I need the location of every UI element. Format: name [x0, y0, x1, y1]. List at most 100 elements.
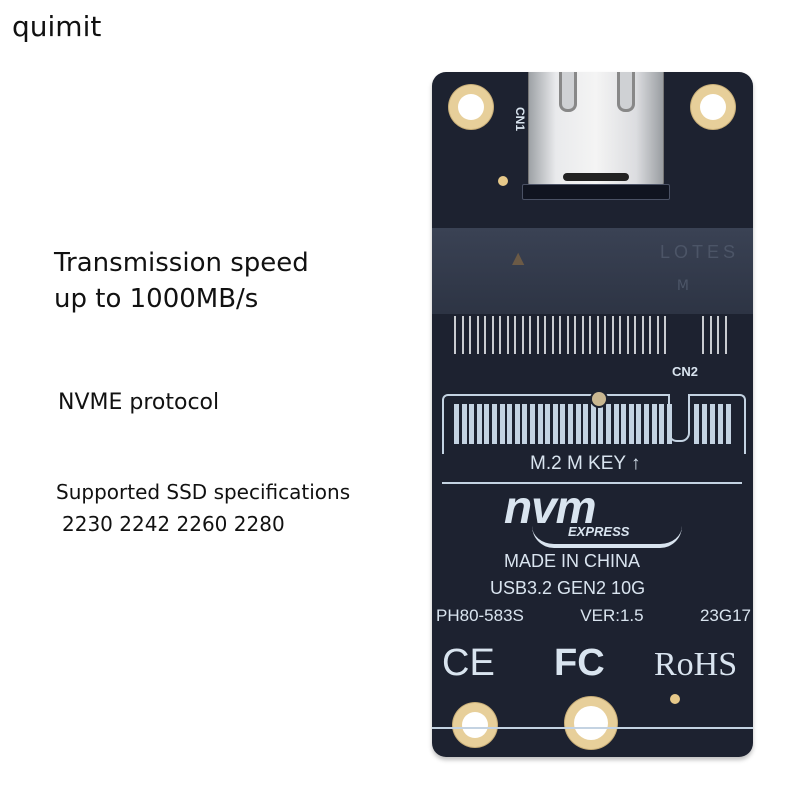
version: VER:1.5 [580, 606, 644, 625]
ssd-spec-feature: Supported SSD specifications 2230 2242 2… [56, 476, 350, 540]
footprint-pad [454, 404, 459, 444]
footprint-pad [568, 404, 573, 444]
m2-pins [454, 316, 744, 356]
m2-slot[interactable]: ▲ LOTES M [432, 228, 753, 314]
footprint-pad [484, 404, 490, 444]
pin [589, 316, 591, 354]
cn1-label: CN1 [513, 106, 528, 132]
nvme-logo: nvm [504, 481, 597, 533]
cn2-label: CN2 [672, 364, 699, 379]
pin [596, 316, 599, 354]
key-text: M.2 M KEY [530, 453, 626, 474]
pin [529, 316, 531, 354]
slot-mark: ▲ [512, 248, 527, 267]
pin [641, 316, 644, 354]
footprint-pad [628, 404, 634, 444]
divider-line [442, 482, 742, 484]
speed-line-2: up to 1000MB/s [54, 284, 259, 314]
speed-line-1: Transmission speed [54, 248, 309, 278]
footprint-pad [694, 404, 699, 444]
footprint-pad [583, 404, 589, 444]
via-pad [498, 176, 508, 186]
pin [619, 316, 621, 354]
footprint-pad [666, 404, 672, 444]
protocol-feature: NVME protocol [58, 390, 220, 415]
pin [454, 316, 456, 354]
footprint-pad [530, 404, 535, 444]
pin [717, 316, 719, 354]
footprint-pad [702, 404, 707, 444]
footprint-pad [560, 404, 566, 444]
made-in-label: MADE IN CHINA [504, 551, 641, 571]
footprint-pad [499, 404, 505, 444]
pin [664, 316, 666, 354]
arrow-up-icon: ↑ [631, 453, 641, 474]
pin [491, 316, 494, 354]
pin [536, 316, 539, 354]
footprint-pad [476, 404, 482, 444]
center-via [592, 392, 606, 406]
footprint-pad [590, 404, 596, 444]
pin [604, 316, 606, 354]
pin [611, 316, 614, 354]
model-number: PH80-583S [436, 606, 524, 625]
footprint-pad [636, 404, 642, 444]
footprint-pad [710, 404, 715, 444]
edge-trace-line [432, 727, 753, 729]
pin [724, 316, 727, 354]
brand-name: quimit [12, 10, 102, 43]
pin [461, 316, 464, 354]
mount-hole-top-right [700, 94, 726, 120]
m2-key-label: M.2 M KEY ↑ [530, 453, 641, 475]
pin [551, 316, 554, 354]
slot-brand: LOTES [659, 242, 739, 262]
footprint-pad [537, 404, 543, 444]
footprint-pad [644, 404, 649, 444]
pin [709, 316, 712, 354]
footprint-pad [651, 404, 657, 444]
footprint-pad [621, 404, 627, 444]
footprint-pad [598, 404, 604, 444]
footprint-pad [613, 404, 619, 444]
pin [544, 316, 546, 354]
via-pad [670, 694, 680, 704]
connector-tab [617, 72, 635, 112]
pin [626, 316, 629, 354]
connector-tab [559, 72, 577, 112]
mount-hole-bottom-center [574, 706, 608, 740]
pin [499, 316, 501, 354]
rohs-mark-icon: RoHS [654, 646, 738, 683]
pin [521, 316, 524, 354]
nvme-logo-swoosh [532, 526, 682, 548]
pin [634, 316, 636, 354]
mount-hole-top-left [458, 94, 484, 120]
footprint-pad [514, 404, 520, 444]
footprint-pad [522, 404, 528, 444]
adapter-pcb: CN1 ▲ LOTES M CN2 M.2 M KEY ↑ nvm EXPRES… [432, 72, 753, 757]
usb-c-connector[interactable] [528, 72, 664, 192]
pin [702, 316, 704, 354]
usb-c-port-opening [563, 173, 629, 181]
footprint-pad [606, 404, 611, 444]
spec-label: Supported SSD specifications [56, 480, 351, 504]
pin [574, 316, 576, 354]
footprint-pad [726, 404, 731, 444]
pin [476, 316, 479, 354]
slot-key-letter: M [676, 278, 689, 294]
fcc-mark-icon: FC [554, 642, 605, 684]
pin [469, 316, 471, 354]
footprint-pad [659, 404, 665, 444]
pin [514, 316, 516, 354]
footprint-pad [545, 404, 551, 444]
footprint-pad [507, 404, 513, 444]
footprint-pad [575, 404, 581, 444]
speed-feature: Transmission speed up to 1000MB/s [54, 245, 309, 317]
pin [566, 316, 569, 354]
footprint-pad [718, 404, 723, 444]
spec-sizes: 2230 2242 2260 2280 [62, 512, 285, 536]
pin [506, 316, 509, 354]
pin [484, 316, 486, 354]
footprint-pad [552, 404, 558, 444]
footprint-pad [492, 404, 497, 444]
usb-c-footprint [522, 184, 670, 200]
